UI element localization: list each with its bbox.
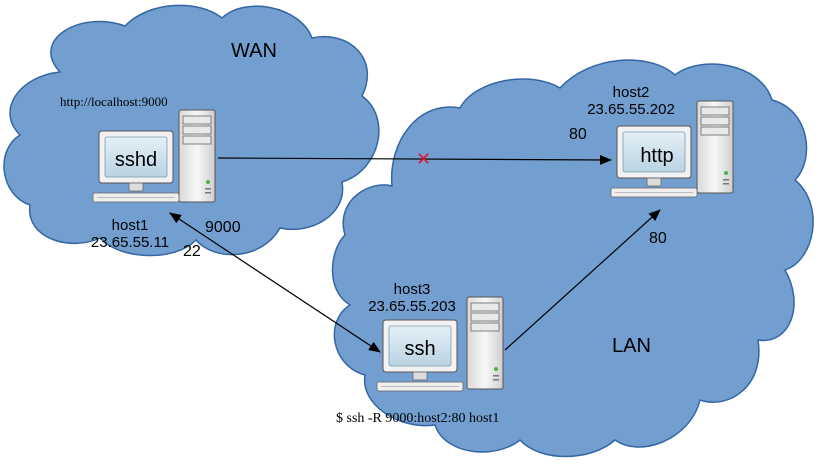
- host1-computer: sshd: [92, 109, 216, 203]
- host1-port-9000: 9000: [205, 219, 241, 236]
- host3-tower: [466, 296, 504, 390]
- host1-service-label: sshd: [115, 149, 157, 171]
- host3-ip: 23.65.55.203: [368, 298, 456, 315]
- lan-cloud-shape: [331, 59, 814, 458]
- lan-label: LAN: [612, 335, 651, 357]
- host1-name: host1: [112, 217, 149, 234]
- host1-ip: 23.65.55.11: [91, 234, 169, 251]
- host1-port-22: 22: [183, 243, 201, 260]
- host3-name: host3: [394, 281, 431, 298]
- host3-command: $ ssh -R 9000:host2:80 host1: [336, 411, 499, 426]
- blocked-connection-arrow: [217, 154, 612, 165]
- host3-service-label: ssh: [404, 338, 435, 360]
- host1-tower: [178, 109, 216, 203]
- host1-url: http://localhost:9000: [60, 94, 168, 109]
- host2-tower: [696, 100, 734, 194]
- host2-name: host2: [613, 84, 650, 101]
- host3-computer: ssh: [376, 296, 504, 392]
- host2-ip: 23.65.55.202: [587, 101, 675, 118]
- lan-http-arrow: [504, 209, 661, 351]
- lan-cloud: [331, 59, 814, 458]
- host2-port-80-direct: 80: [569, 126, 587, 143]
- host2-service-label: http: [640, 145, 673, 167]
- host2-port-80-lan: 80: [649, 230, 667, 247]
- blocked-mark: ✕: [416, 149, 431, 170]
- ssh-tunnel-arrow: [169, 212, 381, 353]
- wan-label: WAN: [231, 40, 277, 62]
- host2-computer: http: [610, 100, 734, 198]
